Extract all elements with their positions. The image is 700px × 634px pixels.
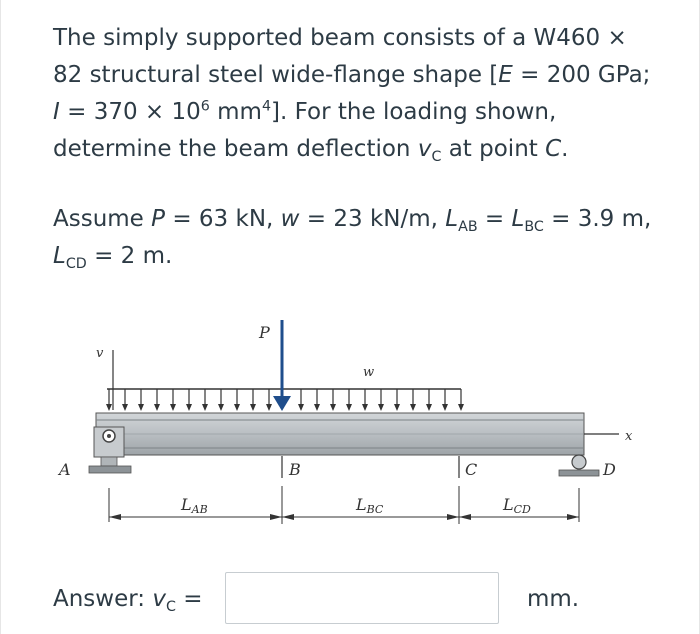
distributed-load xyxy=(106,388,464,411)
beam xyxy=(95,412,585,456)
point-d-label: D xyxy=(602,460,616,479)
answer-input[interactable] xyxy=(225,572,499,624)
dim-lbc-label: LBC xyxy=(355,495,384,516)
assumptions-statement: Assume P = 63 kN, w = 23 kN/m, LAB = LBC… xyxy=(53,206,652,272)
dimension-line xyxy=(108,486,580,524)
pin-support-a xyxy=(88,426,132,474)
x-axis: x xyxy=(584,429,633,444)
point-load-arrow xyxy=(273,320,291,411)
dim-lab-label: LAB xyxy=(180,495,208,516)
load-p-label: P xyxy=(258,323,270,342)
beam-diagram: v w P x xyxy=(57,320,633,524)
answer-label: Answer: vC = xyxy=(53,586,203,615)
point-b-label: B xyxy=(288,460,301,479)
x-axis-label: x xyxy=(625,429,633,444)
v-axis-label: v xyxy=(96,346,104,361)
load-w-label: w xyxy=(363,365,374,380)
answer-unit: mm. xyxy=(527,586,580,612)
v-axis: v xyxy=(96,346,114,410)
roller-support-d xyxy=(558,454,600,477)
point-c-label: C xyxy=(465,460,477,479)
problem-statement: The simply supported beam consists of a … xyxy=(53,25,651,165)
dim-lcd-label: LCD xyxy=(502,495,531,516)
point-a-label: A xyxy=(57,460,71,479)
